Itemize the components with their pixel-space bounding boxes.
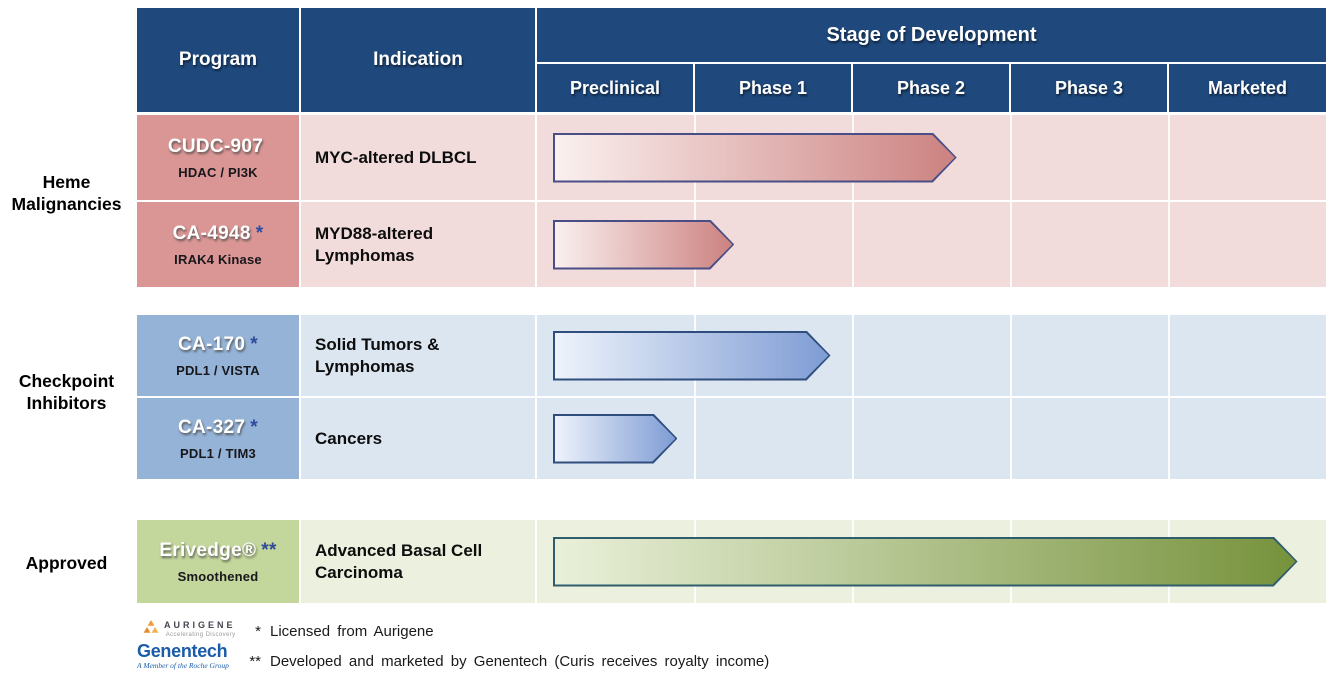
program-column-header: Program [137,8,299,112]
stage-arrow-cudc-907 [553,133,957,183]
program-name: CA-327* [178,416,258,438]
program-target: PDL1 / TIM3 [180,445,256,461]
column-divider [694,398,696,479]
stage-header-phase1: Phase 1 [695,64,851,112]
program-cell: CUDC-907 HDAC / PI3K [137,115,299,200]
column-divider [1168,115,1170,200]
stage-of-development-header: Stage of Development [537,8,1326,62]
stage-track [537,115,1326,200]
footnote-marker: * [250,333,258,355]
stage-track [537,520,1326,603]
indication-cell: MYD88-altered Lymphomas [301,202,535,287]
stage-arrow-ca-4948 [553,220,734,270]
stage-header-phase3: Phase 3 [1011,64,1167,112]
indication-cell: MYC-altered DLBCL [301,115,535,200]
column-divider [852,202,854,287]
program-cell: CA-327* PDL1 / TIM3 [137,398,299,479]
footnote-marker: * [255,222,264,244]
indication-cell: Solid Tumors & Lymphomas [301,315,535,396]
footnote-marker: * [255,623,261,640]
stage-header-marketed: Marketed [1169,64,1326,112]
program-target: IRAK4 Kinase [174,251,262,267]
group-label-heme-malignancies: Heme Malignancies [11,172,122,214]
program-cell: CA-4948* IRAK4 Kinase [137,202,299,287]
program-target: PDL1 / VISTA [176,362,260,378]
column-divider [1010,398,1012,479]
group-label-approved: Approved [25,553,108,573]
footnote-marker: ** [261,539,277,561]
column-divider [1010,115,1012,200]
group-label-checkpoint-inhibitors: Checkpoint Inhibitors [18,371,115,413]
program-name: CA-170* [178,333,258,355]
stage-track [537,202,1326,287]
program-name: CA-4948* [172,222,264,244]
footnote-marker: ** [249,653,261,670]
column-divider [1168,315,1170,396]
column-divider [1010,315,1012,396]
stage-arrow-ca-327 [553,414,677,464]
program-target: HDAC / PI3K [178,164,258,180]
stage-arrow-ca-170 [553,331,831,381]
aurigene-triangles-icon [143,620,159,633]
aurigene-logo-text: AURIGENE [164,620,236,630]
column-divider [1168,398,1170,479]
program-name: CUDC-907 [167,135,264,157]
aurigene-tagline: Accelerating Discovery [165,632,236,638]
stage-arrow-erivedge [553,537,1298,587]
stage-track [537,315,1326,396]
footnote-licensed-from-aurigene: * Licensed from Aurigene [244,623,433,640]
column-divider [852,315,854,396]
program-target: Smoothened [177,568,259,584]
footnote-marker: * [250,416,258,438]
stage-header-preclinical: Preclinical [537,64,693,112]
stage-track [537,398,1326,479]
footnote-genentech-royalty: ** Developed and marketed by Genentech (… [244,653,769,670]
stage-header-phase2: Phase 2 [853,64,1009,112]
genentech-logo-text: Genentech [137,641,228,661]
indication-cell: Cancers [301,398,535,479]
genentech-logo: Genentech A Member of the Roche Group [137,642,229,670]
program-cell: CA-170* PDL1 / VISTA [137,315,299,396]
program-name: Erivedge®** [159,539,277,561]
program-cell: Erivedge®** Smoothened [137,520,299,603]
genentech-tagline: A Member of the Roche Group [137,661,229,670]
indication-cell: Advanced Basal Cell Carcinoma [301,520,535,603]
indication-column-header: Indication [301,8,535,112]
column-divider [1168,202,1170,287]
column-divider [852,398,854,479]
column-divider [1010,202,1012,287]
aurigene-logo: AURIGENE Accelerating Discovery [143,620,236,638]
